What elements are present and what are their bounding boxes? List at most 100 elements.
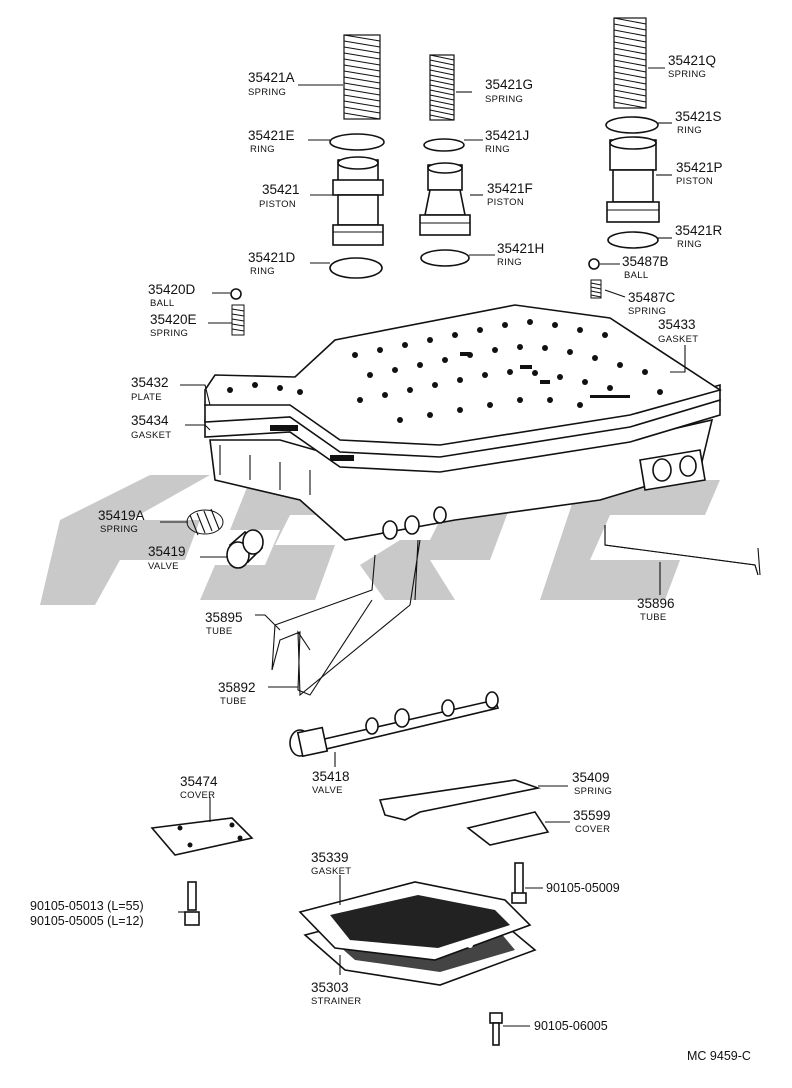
part-label-35421a: 35421A SPRING bbox=[248, 70, 295, 98]
part-number: 35433 bbox=[658, 317, 696, 332]
part-number: 35420E bbox=[150, 312, 197, 327]
spring-35409-drawing bbox=[378, 779, 542, 821]
part-name: PLATE bbox=[131, 392, 162, 403]
bolt-90105-06005-drawing bbox=[489, 1012, 503, 1046]
part-number: 35434 bbox=[131, 413, 169, 428]
part-number: 35421G bbox=[485, 77, 533, 92]
part-name: COVER bbox=[180, 790, 215, 801]
part-name: SPRING bbox=[668, 69, 706, 80]
ring-35421h-drawing bbox=[420, 249, 470, 267]
part-number: 35421E bbox=[248, 128, 295, 143]
cover-35599-drawing bbox=[466, 811, 550, 846]
part-number: 35421F bbox=[487, 181, 533, 196]
tube-35895-drawing bbox=[271, 554, 376, 696]
part-name: PISTON bbox=[259, 199, 296, 210]
part-number: 35419 bbox=[148, 544, 186, 559]
ball-35420d-drawing bbox=[230, 288, 242, 300]
part-number: 35421A bbox=[248, 70, 295, 85]
spring-35421q-drawing bbox=[613, 17, 647, 109]
part-name: GASKET bbox=[131, 430, 171, 441]
ring-35421e-drawing bbox=[329, 133, 385, 151]
part-name: RING bbox=[677, 239, 702, 250]
gasket-35339-drawing bbox=[298, 881, 532, 961]
bolt-90105-05009-drawing bbox=[511, 862, 527, 904]
part-name: TUBE bbox=[220, 696, 247, 707]
part-number: 35421S bbox=[675, 109, 722, 124]
part-name: SPRING bbox=[248, 87, 286, 98]
part-number: 35421R bbox=[675, 223, 723, 238]
part-name: RING bbox=[497, 257, 522, 268]
part-name: STRAINER bbox=[311, 996, 361, 1007]
part-number: 35303 bbox=[311, 980, 349, 995]
valve-35419-drawing bbox=[226, 529, 264, 569]
bolt-90105-05013-drawing bbox=[184, 881, 200, 926]
part-number: 35599 bbox=[573, 808, 611, 823]
spring-35421a-drawing bbox=[343, 34, 381, 120]
part-number: 35420D bbox=[148, 282, 196, 297]
ring-35421r-drawing bbox=[607, 231, 659, 249]
bolt-code-90105-06005: 90105-06005 bbox=[534, 1019, 608, 1033]
part-number: 35418 bbox=[312, 769, 350, 784]
ring-35421s-drawing bbox=[605, 116, 659, 134]
ring-35421j-drawing bbox=[423, 138, 465, 152]
tube-35892-drawing bbox=[297, 539, 421, 697]
part-number: 35421P bbox=[676, 160, 723, 175]
diagram-code: MC 9459-C bbox=[687, 1049, 751, 1063]
piston-35421f-drawing bbox=[419, 162, 471, 236]
part-number: 35474 bbox=[180, 774, 218, 789]
part-number: 35421D bbox=[248, 250, 296, 265]
part-name: GASKET bbox=[311, 866, 351, 877]
part-number: 35339 bbox=[311, 850, 349, 865]
part-name: SPRING bbox=[150, 328, 188, 339]
part-name: BALL bbox=[150, 298, 174, 309]
leader-lines bbox=[160, 67, 686, 1027]
part-name: VALVE bbox=[312, 785, 343, 796]
part-number: 35409 bbox=[572, 770, 610, 785]
spring-35420e-drawing bbox=[231, 304, 245, 336]
part-number: 35896 bbox=[637, 596, 675, 611]
valve-body-assembly-drawing bbox=[204, 304, 722, 541]
part-name: SPRING bbox=[574, 786, 612, 797]
part-number: 35432 bbox=[131, 375, 169, 390]
spring-35421g-drawing bbox=[429, 54, 455, 121]
part-number: 35421 bbox=[262, 182, 300, 197]
part-name: PISTON bbox=[487, 197, 524, 208]
piston-35421p-drawing bbox=[606, 136, 660, 223]
part-name: RING bbox=[250, 144, 275, 155]
part-name: SPRING bbox=[628, 306, 666, 317]
part-name: GASKET bbox=[658, 334, 698, 345]
part-number: 35421H bbox=[497, 241, 544, 256]
valve-35418-drawing bbox=[289, 691, 500, 758]
piston-35421-drawing bbox=[332, 156, 384, 246]
spring-35487c-drawing bbox=[590, 279, 602, 299]
part-name: VALVE bbox=[148, 561, 179, 572]
bolt-code-90105-05013: 90105-05013 (L=55) bbox=[30, 899, 144, 913]
spring-35419a-drawing bbox=[186, 508, 224, 536]
part-name: RING bbox=[485, 144, 510, 155]
part-name: TUBE bbox=[640, 612, 667, 623]
part-name: BALL bbox=[624, 270, 648, 281]
part-number: 35895 bbox=[205, 610, 243, 625]
